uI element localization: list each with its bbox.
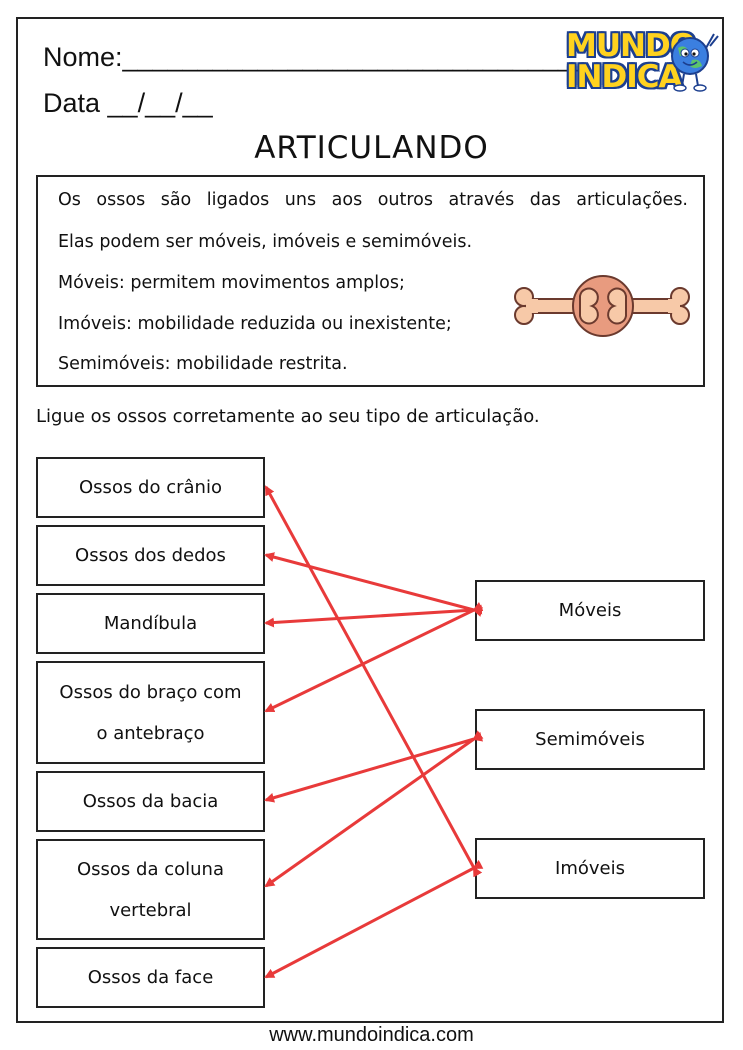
footer-url[interactable]: www.mundoindica.com (269, 1024, 474, 1046)
right-item-semimoveis[interactable]: Semimóveis (475, 709, 705, 770)
logo-line2: INDICA (566, 59, 682, 95)
item-label-line1: Ossos do braço com (59, 681, 242, 703)
left-item-cranio[interactable]: Ossos do crânio (36, 457, 265, 518)
info-line: Imóveis: mobilidade reduzida ou inexiste… (58, 314, 452, 334)
name-field: Nome:_______________________________ (43, 42, 589, 72)
item-label-line2: vertebral (109, 899, 192, 921)
right-item-moveis[interactable]: Móveis (475, 580, 705, 641)
item-label: Imóveis (555, 858, 625, 879)
left-item-face[interactable]: Ossos da face (36, 947, 265, 1008)
item-label: Móveis (558, 600, 622, 621)
item-label: Ossos dos dedos (75, 545, 226, 566)
worksheet-border (16, 17, 724, 1023)
left-item-dedos[interactable]: Ossos dos dedos (36, 525, 265, 586)
page-title: ARTICULANDO (254, 130, 489, 166)
left-item-braco[interactable]: Ossos do braço com o antebraço (36, 661, 265, 764)
date-field: Data __/__/__ (43, 88, 213, 118)
left-item-coluna[interactable]: Ossos da coluna vertebral (36, 839, 265, 940)
info-line: Os ossos são ligados uns aos outros atra… (58, 190, 688, 210)
item-label: Mandíbula (103, 613, 198, 634)
item-label: Ossos do crânio (79, 477, 222, 498)
info-line: Móveis: permitem movimentos amplos; (58, 273, 405, 293)
info-box: Os ossos são ligados uns aos outros atra… (36, 175, 705, 387)
item-label: Semimóveis (535, 729, 645, 750)
info-line: Elas podem ser móveis, imóveis e semimóv… (58, 232, 473, 252)
logo: MUNDO INDICA (560, 26, 730, 98)
right-item-imoveis[interactable]: Imóveis (475, 838, 705, 899)
globe-mascot-icon (671, 33, 719, 92)
item-label: Ossos da bacia (82, 791, 219, 812)
item-label-line1: Ossos da coluna (77, 858, 224, 880)
item-label: Ossos da face (87, 967, 214, 988)
instruction-text: Ligue os ossos corretamente ao seu tipo … (36, 406, 540, 427)
left-item-mandibula[interactable]: Mandíbula (36, 593, 265, 654)
left-item-bacia[interactable]: Ossos da bacia (36, 771, 265, 832)
item-label-line2: o antebraço (96, 722, 205, 744)
info-line: Semimóveis: mobilidade restrita. (58, 354, 348, 374)
